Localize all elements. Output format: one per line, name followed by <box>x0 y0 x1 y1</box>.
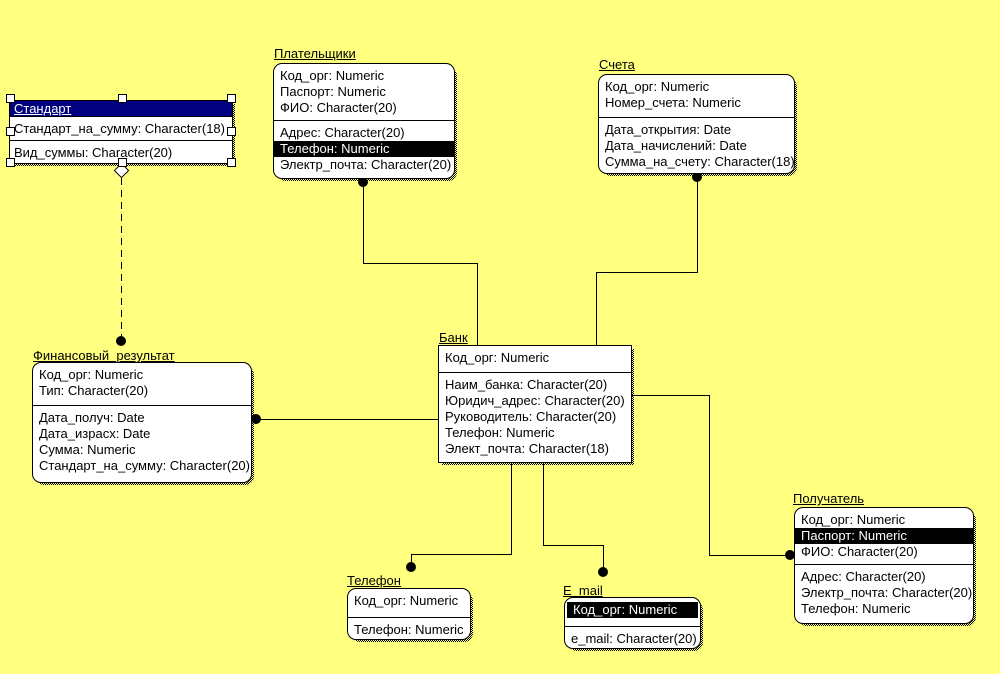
attribute-row[interactable]: ФИО: Character(20) <box>801 544 918 559</box>
entity-bank[interactable]: Код_орг: Numeric Наим_банка: Character(2… <box>438 345 632 463</box>
entity-poluchatel[interactable]: Код_орг: Numeric Паспорт: Numeric ФИО: C… <box>794 507 974 624</box>
entity-fin-rezultat[interactable]: Код_орг: Numeric Тип: Character(20) Дата… <box>32 362 252 483</box>
entity-title[interactable]: Получатель <box>793 491 865 506</box>
selection-handle[interactable] <box>6 158 15 167</box>
attribute-row[interactable]: Электр_почта: Character(20) <box>280 157 452 172</box>
attribute-row-highlighted[interactable]: Паспорт: Numeric <box>795 528 973 544</box>
attribute-row[interactable]: Сумма_на_счету: Character(18) <box>605 154 795 169</box>
attribute-row[interactable]: Код_орг: Numeric <box>354 593 459 608</box>
relationship-segment[interactable] <box>709 555 788 556</box>
cardinality-dot <box>598 567 608 577</box>
cardinality-dot <box>406 562 416 572</box>
relationship-segment[interactable] <box>631 395 710 396</box>
attribute-row[interactable]: Номер_счета: Numeric <box>605 95 741 110</box>
relationship-segment[interactable] <box>411 554 512 555</box>
entity-title[interactable]: E_mail <box>563 583 603 598</box>
entity-title[interactable]: Телефон <box>347 573 401 588</box>
selection-handle[interactable] <box>227 94 236 103</box>
entity-telefon[interactable]: Код_орг: Numeric Телефон: Numeric <box>347 588 471 640</box>
relationship-segment[interactable] <box>121 178 122 337</box>
attribute-row[interactable]: Элект_почта: Character(18) <box>445 441 609 456</box>
attribute-row[interactable]: Электр_почта: Character(20) <box>801 585 973 600</box>
relationship-segment[interactable] <box>603 545 604 570</box>
selection-handle[interactable] <box>227 158 236 167</box>
attribute-row[interactable]: Стандарт_на_сумму: Character(20) <box>39 458 250 473</box>
attribute-row[interactable]: Дата_получ: Date <box>39 410 145 425</box>
attribute-row[interactable]: Стандарт_на_сумму: Character(18) <box>10 116 232 140</box>
relationship-segment[interactable] <box>411 554 412 565</box>
selection-handle[interactable] <box>227 127 236 136</box>
selection-handle[interactable] <box>6 94 15 103</box>
attribute-row[interactable]: Сумма: Numeric <box>39 442 136 457</box>
attribute-row[interactable]: Дата_начислений: Date <box>605 138 747 153</box>
attribute-row[interactable]: Адрес: Character(20) <box>801 569 926 584</box>
entity-standart[interactable]: Стандарт Стандарт_на_сумму: Character(18… <box>6 94 236 167</box>
attribute-row[interactable]: Руководитель: Character(20) <box>445 409 617 424</box>
attribute-row[interactable]: Наим_банка: Character(20) <box>445 377 608 392</box>
selection-handle[interactable] <box>6 127 15 136</box>
entity-title[interactable]: Счета <box>599 57 635 72</box>
entity-title[interactable]: Плательщики <box>274 46 356 61</box>
entity-email[interactable]: Код_орг: Numeric e_mail: Character(20) <box>564 597 701 649</box>
cardinality-dot <box>358 177 368 187</box>
selection-handle[interactable] <box>118 158 127 167</box>
attribute-row[interactable]: Юридич_адрес: Character(20) <box>445 393 625 408</box>
attribute-row[interactable]: Тип: Character(20) <box>39 383 149 398</box>
relationship-segment[interactable] <box>363 263 478 264</box>
entity-title[interactable]: Банк <box>439 330 468 345</box>
relationship-segment[interactable] <box>477 263 478 345</box>
attribute-row-highlighted[interactable]: Телефон: Numeric <box>274 141 454 157</box>
entity-scheta[interactable]: Код_орг: Numeric Номер_счета: Numeric Да… <box>598 74 795 174</box>
relationship-segment[interactable] <box>363 183 364 263</box>
entity-title[interactable]: Финансовый_результат <box>33 348 175 363</box>
attribute-row[interactable]: e_mail: Character(20) <box>571 631 697 646</box>
relationship-segment[interactable] <box>596 272 597 345</box>
attribute-row-highlighted[interactable]: Код_орг: Numeric <box>567 602 698 618</box>
relationship-segment[interactable] <box>596 272 698 273</box>
relationship-segment[interactable] <box>697 178 698 273</box>
attribute-row[interactable]: Код_орг: Numeric <box>445 350 550 365</box>
cardinality-dot <box>116 336 126 346</box>
attribute-row[interactable]: Вид_суммы: Character(20) <box>10 140 232 164</box>
attribute-row[interactable]: Дата_открытия: Date <box>605 122 732 137</box>
attribute-row[interactable]: Код_орг: Numeric <box>39 367 144 382</box>
attribute-row[interactable]: Паспорт: Numeric <box>280 84 386 99</box>
cardinality-dot <box>785 550 795 560</box>
attribute-row[interactable]: Код_орг: Numeric <box>280 68 385 83</box>
attribute-row[interactable]: Телефон: Numeric <box>801 601 911 616</box>
entity-platelshchiki[interactable]: Код_орг: Numeric Паспорт: Numeric ФИО: C… <box>273 63 455 179</box>
attribute-row[interactable]: Телефон: Numeric <box>445 425 555 440</box>
relationship-segment[interactable] <box>258 419 438 420</box>
attribute-row[interactable]: Телефон: Numeric <box>354 622 464 637</box>
attribute-row[interactable]: ФИО: Character(20) <box>280 100 397 115</box>
entity-title[interactable]: Стандарт <box>10 101 232 116</box>
cardinality-dot <box>692 172 702 182</box>
selection-handle[interactable] <box>118 94 127 103</box>
attribute-row[interactable]: Код_орг: Numeric <box>605 79 710 94</box>
relationship-segment[interactable] <box>543 545 604 546</box>
relationship-segment[interactable] <box>511 461 512 554</box>
attribute-row[interactable]: Адрес: Character(20) <box>280 125 405 140</box>
cardinality-dot <box>251 414 261 424</box>
attribute-row[interactable]: Код_орг: Numeric <box>801 512 906 527</box>
relationship-segment[interactable] <box>709 395 710 556</box>
relationship-segment[interactable] <box>543 461 544 546</box>
attribute-row[interactable]: Дата_израсх: Date <box>39 426 151 441</box>
